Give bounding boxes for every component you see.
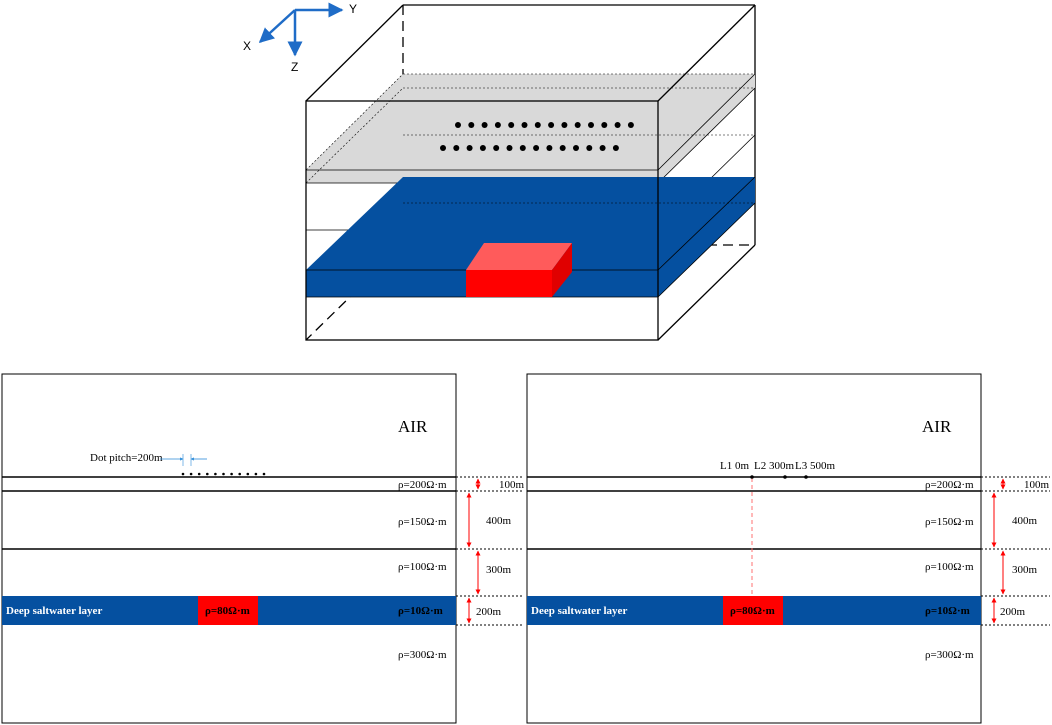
right-thickness-200m: 200m [1000, 606, 1026, 618]
survey-dot [189, 472, 193, 476]
right-layer1-rho: ρ=200Ω·m [925, 479, 974, 491]
survey-dot-3d [493, 145, 500, 151]
right-layer5-rho: ρ=300Ω·m [925, 649, 974, 661]
survey-dot-3d [534, 122, 541, 128]
survey-dot-3d [508, 122, 515, 128]
survey-dot-3d [573, 145, 579, 151]
survey-dot-3d [574, 122, 581, 128]
survey-dot [262, 472, 266, 476]
survey-dot [238, 472, 241, 476]
anomaly-block-3d [466, 243, 572, 297]
right-anomaly-block [723, 596, 783, 625]
left-layer2-rho: ρ=150Ω·m [398, 516, 447, 528]
left-anomaly-rho: ρ=80Ω·m [205, 605, 250, 617]
survey-dot-3d [519, 145, 526, 151]
survey-dot-3d [559, 145, 566, 151]
left-section: AIR Dot pitch=200m ρ=200Ω·m ρ=150Ω·m ρ=1… [1, 373, 525, 724]
survey-dot-3d [455, 122, 461, 128]
survey-dot-3d [453, 145, 460, 151]
survey-dot-3d [468, 122, 475, 128]
x-axis-arrow [258, 9, 296, 44]
survey-dot-3d [586, 145, 593, 151]
l1-label: L1 0m [720, 460, 749, 472]
l3-station-dot [804, 475, 808, 479]
right-anomaly-rho: ρ=80Ω·m [730, 605, 775, 617]
axis-triad: Y X Z [243, 2, 357, 74]
survey-dot-3d [627, 122, 634, 128]
survey-dot [181, 472, 185, 476]
l3-label: L3 500m [795, 460, 835, 472]
survey-dot-3d [479, 145, 486, 151]
right-thickness-400m: 400m [1012, 515, 1038, 527]
survey-dot-3d [521, 122, 528, 128]
right-section: AIR L1 0m L2 300m L3 500m ρ=200Ω·m ρ=150… [526, 373, 1050, 724]
left-saltwater-label: Deep saltwater layer [6, 605, 102, 617]
right-thickness-100m: 100m [1024, 479, 1050, 491]
survey-dot-3d [561, 122, 568, 128]
left-saltwater-rho: ρ=10Ω·m [398, 605, 443, 617]
left-thickness-400m: 400m [486, 515, 512, 527]
survey-dot [197, 472, 201, 476]
left-dot-pitch-label: Dot pitch=200m [90, 452, 163, 464]
x-axis-label: X [243, 39, 251, 53]
left-survey-dots [181, 472, 266, 476]
right-air-label: AIR [922, 417, 952, 436]
survey-dot-3d [533, 145, 540, 151]
left-anomaly-block [198, 596, 258, 625]
survey-dot [214, 472, 217, 476]
survey-dot-3d [494, 122, 501, 128]
right-saltwater-rho: ρ=10Ω·m [925, 605, 970, 617]
survey-dot-3d [614, 122, 621, 128]
survey-dot-3d [506, 145, 513, 151]
survey-dot-3d [440, 145, 446, 151]
block-model-3d [305, 4, 756, 341]
survey-dot [230, 472, 233, 476]
survey-dot-3d [546, 145, 553, 151]
survey-dots-3d [440, 122, 634, 151]
right-saltwater-label: Deep saltwater layer [531, 605, 627, 617]
y-axis-label: Y [349, 2, 357, 16]
survey-dot-3d [601, 122, 608, 128]
right-thickness-300m: 300m [1012, 564, 1038, 576]
left-layer3-rho: ρ=100Ω·m [398, 561, 447, 573]
l1-station-dot [750, 475, 754, 479]
survey-dot [206, 472, 209, 476]
left-thickness-300m: 300m [486, 564, 512, 576]
survey-dot [222, 472, 225, 476]
survey-dot-3d [599, 145, 606, 151]
l2-station-dot [783, 475, 787, 479]
survey-dot-3d [588, 122, 594, 128]
surface-layer [305, 73, 756, 184]
survey-dot [246, 472, 250, 476]
l2-label: L2 300m [754, 460, 794, 472]
left-layer5-rho: ρ=300Ω·m [398, 649, 447, 661]
right-layer2-rho: ρ=150Ω·m [925, 516, 974, 528]
left-layer1-rho: ρ=200Ω·m [398, 479, 447, 491]
survey-dot-3d [466, 145, 473, 151]
left-air-label: AIR [398, 417, 428, 436]
z-axis-label: Z [291, 60, 298, 74]
survey-dot-3d [548, 122, 555, 128]
left-thickness-100m: 100m [499, 479, 525, 491]
right-layer3-rho: ρ=100Ω·m [925, 561, 974, 573]
left-thickness-200m: 200m [476, 606, 502, 618]
survey-dot-3d [612, 145, 619, 151]
survey-dot-3d [481, 122, 488, 128]
survey-dot [254, 472, 258, 476]
